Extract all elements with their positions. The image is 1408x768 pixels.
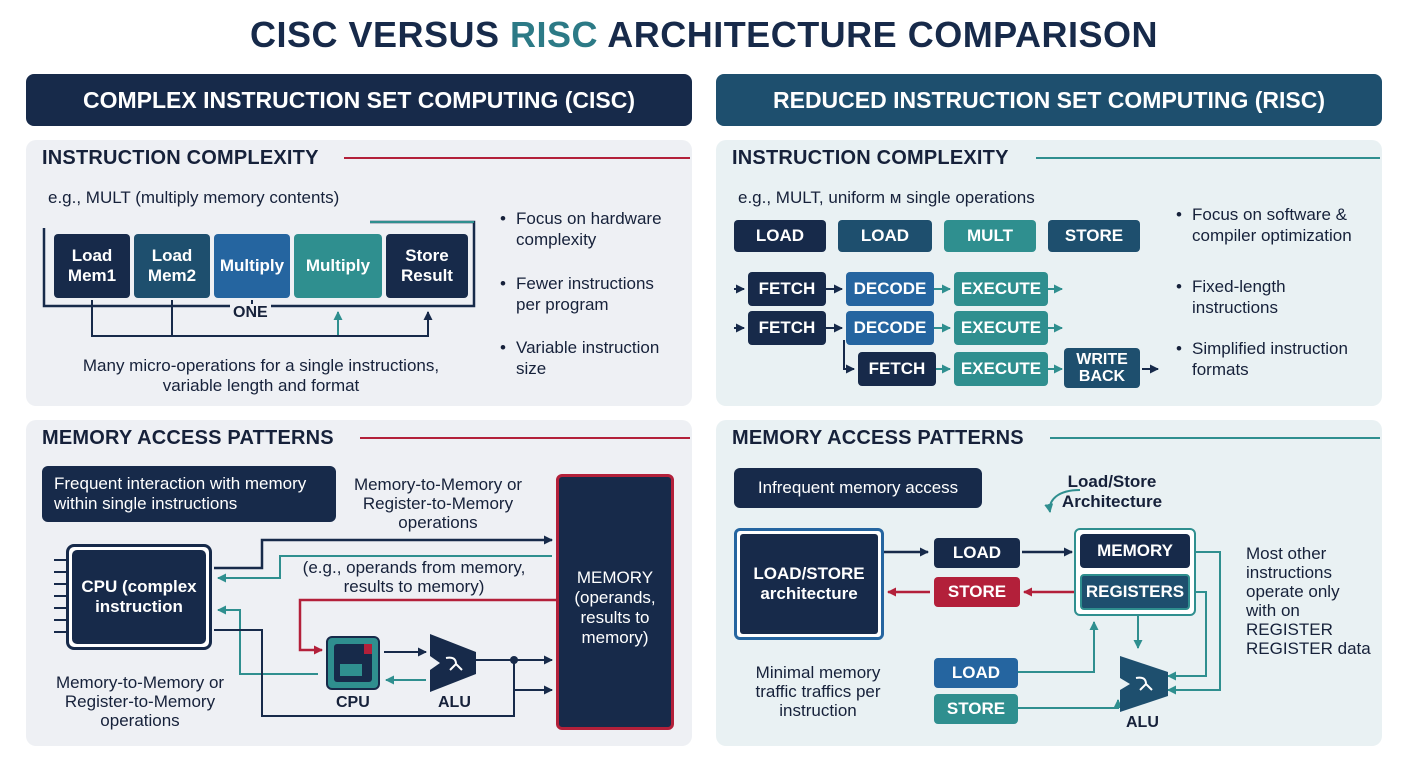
cisc-op-load-mem1: Load Mem1 [54,234,130,298]
risc-bullet-2: •Fixed-length instructions [1176,277,1286,317]
risc-instr-store: STORE [1048,220,1140,252]
risc-registers-box: REGISTERS [1080,574,1190,610]
cisc-complexity-heading: INSTRUCTION COMPLEXITY [42,147,319,169]
risc-alu-label: ALU [1126,714,1159,731]
title-part1: CISC VERSUS [249,14,511,55]
pipe3-fetch: FETCH [858,352,936,386]
cisc-heading-rule [344,157,690,159]
cisc-memory-block [556,474,674,730]
cisc-ops-label: Memory-to-Memory or Register-to-Memory o… [353,475,523,532]
risc-instr-mult: MULT [944,220,1036,252]
risc-memory-box: MEMORY [1080,534,1190,568]
cisc-bullet-3: •Variable instruction size [500,338,660,378]
title-part3: ARCHITECTURE COMPARISON [598,14,1159,55]
risc-example-text: e.g., MULT, uniform м single operations [738,188,1035,207]
pipe1-fetch: FETCH [748,272,826,306]
risc-instr-load-2: LOAD [838,220,932,252]
cisc-small-cpu-icon [326,636,380,690]
risc-complexity-heading: INSTRUCTION COMPLEXITY [732,147,1009,169]
cisc-bullet-1: •Focus on hardware complexity [500,209,662,249]
risc-bullet-3: •Simplified instruction formats [1176,339,1348,379]
risc-bullet-1: •Focus on software & compiler optimizati… [1176,205,1352,245]
cisc-memory-rule [360,437,690,439]
risc-alu-icon [1120,656,1168,712]
page-title: CISC VERSUS RISC ARCHITECTURE COMPARISON [0,14,1408,56]
cisc-memory-label: MEMORY (operands, results to memory) [574,568,656,647]
pipe2-fetch: FETCH [748,311,826,345]
risc-instr-load-1: LOAD [734,220,826,252]
pipe3-execute: EXECUTE [954,352,1048,386]
cisc-memory-note: Frequent interaction with memory within … [42,466,336,522]
risc-load-top: LOAD [934,538,1020,568]
risc-memory-heading: MEMORY ACCESS PATTERNS [732,427,1024,449]
risc-complexity-panel [716,140,1382,406]
pipe2-execute: EXECUTE [954,311,1048,345]
risc-arch-label: Load/Store Architecture [1061,472,1163,511]
title-part2: RISC [510,14,599,55]
risc-minimal-traffic: Minimal memory traffic traffics per inst… [755,663,881,720]
cisc-cpu-label: CPU [336,694,370,711]
cisc-op-store-result: Store Result [386,234,468,298]
cisc-op-multiply: Multiply [214,234,290,298]
risc-memory-note: Infrequent memory access [734,468,982,508]
pipe1-execute: EXECUTE [954,272,1048,306]
cisc-op-multiply-2: Multiply [294,234,382,298]
pipe2-decode: DECODE [846,311,934,345]
risc-store-top: STORE [934,577,1020,607]
cisc-example-note: (e.g., operands from memory, results to … [282,558,546,596]
cisc-alu-icon [430,634,476,692]
cisc-memory-heading: MEMORY ACCESS PATTERNS [42,427,334,449]
cisc-caption-line2: variable length and format [162,376,360,395]
risc-memory-rule [1050,437,1380,439]
pipe3-write-back: WRITE BACK [1064,348,1140,388]
cisc-bottom-label: Memory-to-Memory or Register-to-Memory o… [55,673,225,730]
risc-side-note: Most other instructions operate only wit… [1246,544,1371,658]
cisc-cpu-box: CPU (complex instruction [72,550,206,644]
cisc-caption-line1: Many micro-operations for a single instr… [82,356,440,375]
cisc-bullet-2: •Fewer instructions per program [500,274,654,314]
cisc-one-label: ONE [230,304,271,322]
risc-banner: REDUCED INSTRUCTION SET COMPUTING (RISC) [716,74,1382,126]
pipe1-decode: DECODE [846,272,934,306]
cisc-example-text: e.g., MULT (multiply memory contents) [48,188,340,207]
cisc-banner: COMPLEX INSTRUCTION SET COMPUTING (CISC) [26,74,692,126]
cisc-alu-label: ALU [438,694,471,711]
risc-ls-box: LOAD/STORE architecture [740,534,878,634]
risc-load-bottom: LOAD [934,658,1018,688]
cpu-chip-pins [54,559,66,633]
cisc-op-load-mem2: Load Mem2 [134,234,210,298]
risc-store-bottom: STORE [934,694,1018,724]
risc-heading-rule [1036,157,1380,159]
